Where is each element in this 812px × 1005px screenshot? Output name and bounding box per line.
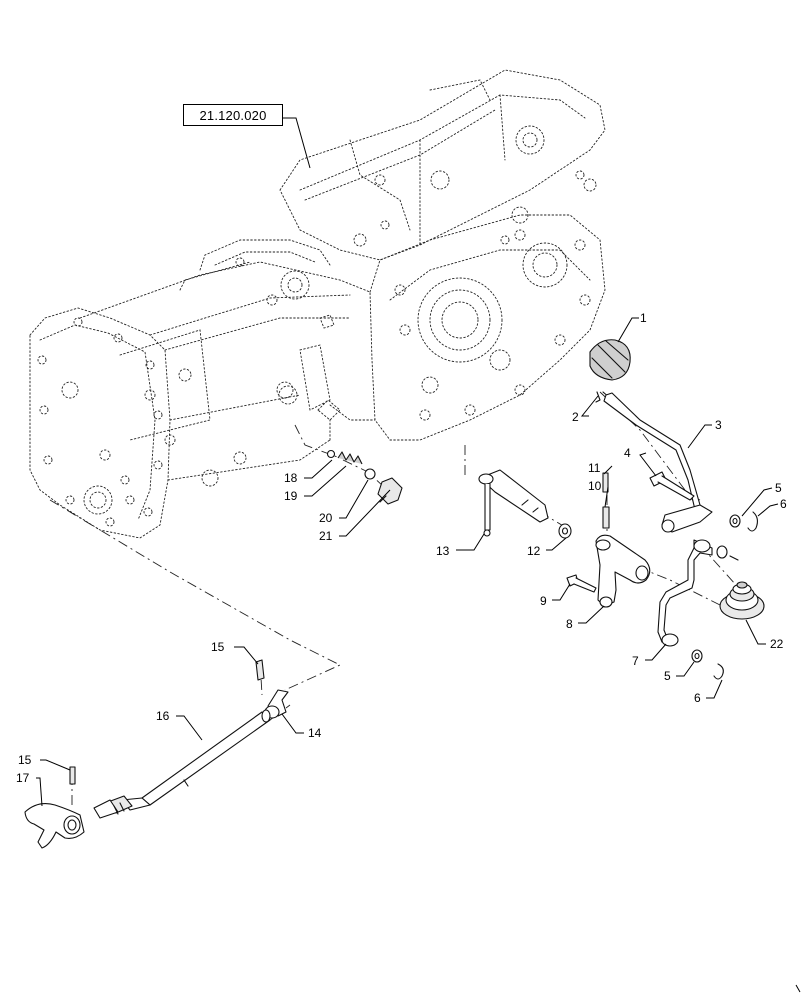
callout-21: 21 bbox=[319, 529, 333, 543]
washers-and-clips bbox=[691, 511, 759, 680]
callout-6: 6 bbox=[780, 497, 787, 511]
callout-11: 11 bbox=[588, 461, 601, 475]
corner-mark bbox=[795, 984, 801, 993]
gear-lever-with-knob bbox=[589, 339, 713, 533]
lever-arm-8 bbox=[595, 534, 651, 608]
callout-12: 12 bbox=[527, 544, 541, 558]
shift-fork-17 bbox=[24, 766, 85, 849]
selector-rod-16 bbox=[93, 709, 271, 819]
callout-5: 5 bbox=[775, 481, 782, 495]
callout-7: 7 bbox=[632, 654, 639, 668]
callout-2: 2 bbox=[572, 410, 579, 424]
callout-9: 9 bbox=[540, 594, 547, 608]
callout-19: 19 bbox=[284, 489, 298, 503]
leader-lines bbox=[36, 117, 779, 807]
callout-17: 17 bbox=[16, 771, 30, 785]
callout-15-lower: 15 bbox=[18, 753, 32, 767]
callout-10: 10 bbox=[588, 479, 602, 493]
callout-6-lower: 6 bbox=[694, 691, 701, 705]
transmission-housing-outline bbox=[29, 69, 606, 539]
washer-12 bbox=[558, 523, 572, 539]
connecting-rod-7 bbox=[657, 539, 713, 647]
pin-4 bbox=[649, 471, 695, 501]
callout-5-lower: 5 bbox=[664, 669, 671, 683]
callout-3: 3 bbox=[715, 418, 722, 432]
roll-pins-10-11 bbox=[602, 472, 610, 529]
callout-15-upper: 15 bbox=[211, 640, 225, 654]
callout-18: 18 bbox=[284, 471, 298, 485]
callout-22: 22 bbox=[770, 637, 784, 651]
callout-13: 13 bbox=[436, 544, 450, 558]
selector-fork-14 bbox=[255, 659, 289, 719]
callout-14: 14 bbox=[308, 726, 322, 740]
callout-labels: 1 2 3 4 5 6 11 10 13 12 9 8 7 5 6 22 18 … bbox=[16, 311, 787, 785]
detent-spring-assembly bbox=[326, 449, 403, 505]
callout-16: 16 bbox=[156, 709, 170, 723]
callout-20: 20 bbox=[319, 511, 333, 525]
rubber-boot-22 bbox=[719, 581, 765, 620]
callout-1: 1 bbox=[640, 311, 647, 325]
section-reference-link[interactable]: 21.120.020 bbox=[183, 104, 283, 126]
selector-shaft-13 bbox=[478, 469, 549, 537]
pin-9 bbox=[566, 574, 597, 593]
callout-8: 8 bbox=[566, 617, 573, 631]
callout-4: 4 bbox=[624, 446, 631, 460]
